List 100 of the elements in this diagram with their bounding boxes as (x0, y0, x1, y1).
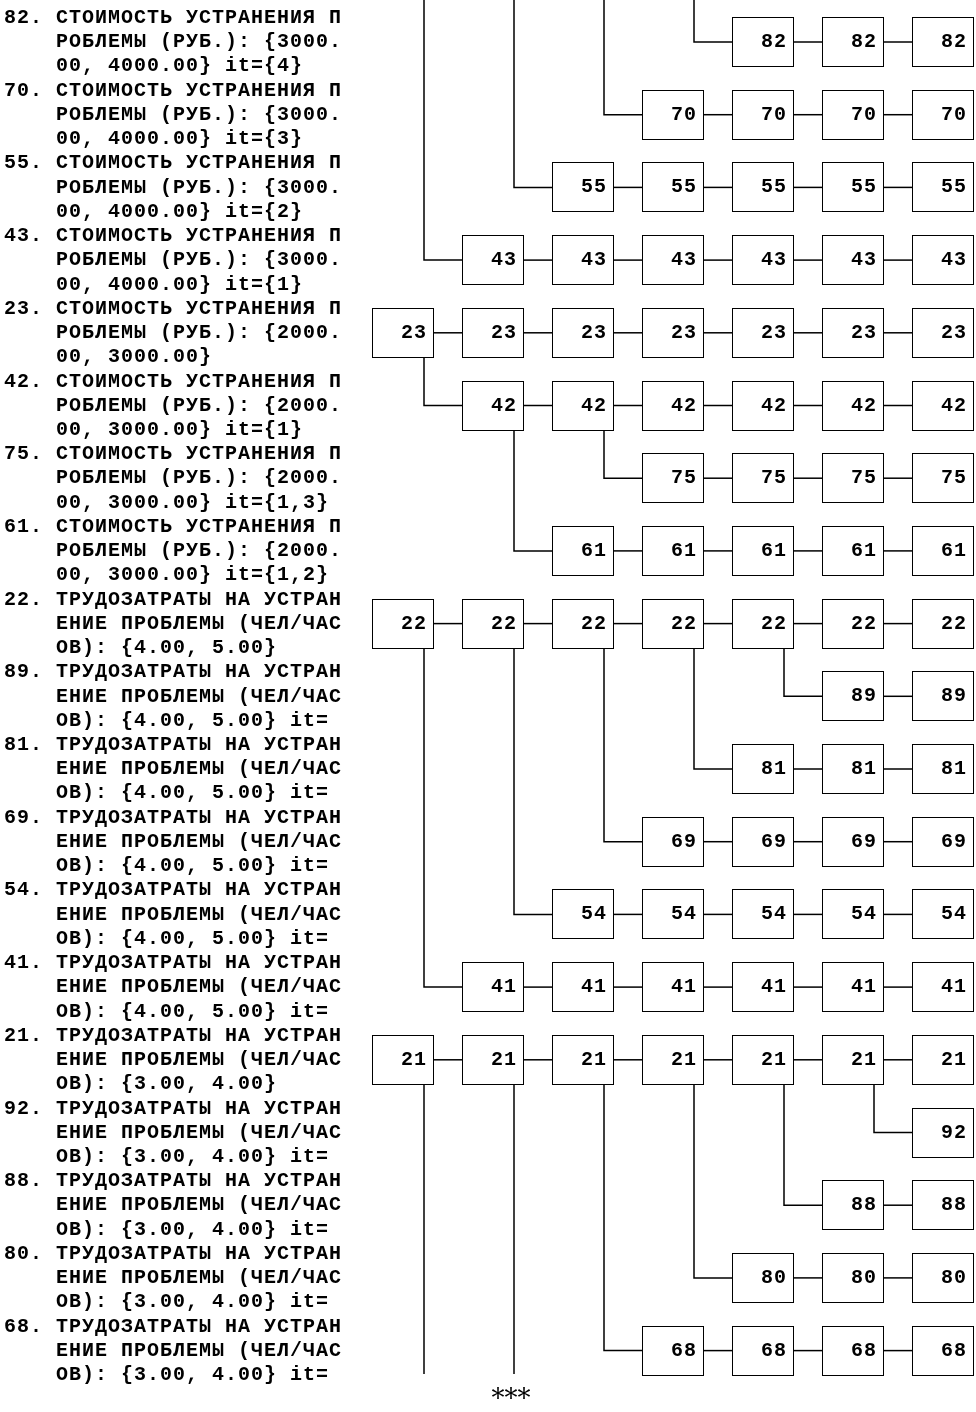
connector-line (603, 0, 643, 116)
connector-line (793, 404, 823, 407)
number-box (912, 1107, 974, 1158)
number-box (732, 1034, 794, 1085)
connector-line (783, 647, 823, 698)
number-box (732, 598, 794, 649)
number-text: 42 (941, 392, 967, 419)
connector-line (703, 840, 733, 843)
number-text: 43 (581, 247, 607, 274)
connector-line (793, 1277, 823, 1279)
number-text: 69 (671, 828, 697, 855)
connector-line (793, 986, 823, 988)
connector-line (513, 647, 553, 916)
number-text: 55 (671, 174, 697, 201)
number-text: 68 (761, 1337, 787, 1364)
number-text: 21 (491, 1046, 517, 1073)
number-text: 88 (851, 1192, 877, 1219)
number-text: 23 (401, 319, 427, 346)
number-box (642, 598, 704, 649)
connector-line (883, 332, 913, 334)
connector-line (793, 550, 823, 552)
connector-line (513, 1084, 515, 1375)
number-text: 81 (941, 756, 967, 782)
number-box (642, 816, 704, 867)
number-box (822, 962, 884, 1013)
connector-line (883, 695, 913, 698)
number-box (822, 307, 884, 358)
number-text: 68 (671, 1337, 697, 1364)
entry-text: 70. СТОИМОСТЬ УСТРАНЕНИЯ П РОБЛЕМЫ (РУБ.): {3000. 00, 4000.00} it={3} (4, 78, 344, 152)
number-text: 21 (851, 1046, 877, 1073)
number-box (642, 307, 704, 358)
number-box (912, 453, 974, 504)
connector-line (433, 332, 463, 334)
connector-line (613, 622, 643, 625)
connector-line (693, 647, 733, 770)
entry-text: 42. СТОИМОСТЬ УСТРАНЕНИЯ П РОБЛЕМЫ (РУБ.): {2000. 00, 3000.00} it={1} (4, 369, 344, 443)
connector-line (613, 1059, 643, 1061)
number-text: 68 (941, 1337, 967, 1364)
number-box (642, 380, 704, 431)
number-text: 41 (671, 974, 697, 1001)
number-text: 89 (941, 683, 967, 710)
entry-text: 81. ТРУДОЗАТРАТЫ НА УСТРАН ЕНИЕ ПРОБЛЕМЫ (ЧЕЛ/ЧАС ОВ): {4.00, 5.00} it= (4, 733, 344, 806)
number-box (462, 962, 524, 1013)
connector-line (883, 1059, 913, 1061)
number-text: 89 (851, 683, 877, 710)
number-text: 22 (581, 610, 607, 637)
connector-line (883, 113, 913, 116)
number-text: 41 (581, 974, 607, 1001)
entry-text: 54. ТРУДОЗАТРАТЫ НА УСТРАН ЕНИЕ ПРОБЛЕМЫ (ЧЕЛ/ЧАС ОВ): {4.00, 5.00} it= (4, 878, 344, 951)
number-box (462, 380, 524, 431)
connector-line (783, 1084, 823, 1206)
number-text: 80 (941, 1264, 967, 1291)
connector-line (613, 259, 643, 261)
number-box (912, 307, 974, 358)
number-box (552, 235, 614, 286)
number-text: 42 (761, 392, 787, 419)
connector-line (703, 113, 733, 116)
entry-text: 68. ТРУДОЗАТРАТЫ НА УСТРАН ЕНИЕ ПРОБЛЕМЫ (ЧЕЛ/ЧАС ОВ): {3.00, 4.00} it= (4, 1314, 344, 1388)
connector-line (793, 840, 823, 843)
number-text: 55 (581, 174, 607, 201)
number-box (732, 962, 794, 1013)
number-box (642, 962, 704, 1013)
number-box (912, 1325, 974, 1376)
connector-line (603, 647, 643, 843)
number-text: 55 (941, 174, 967, 201)
number-box (912, 744, 974, 794)
number-text: 22 (401, 610, 427, 637)
number-box (552, 598, 614, 649)
connector-line (883, 913, 913, 916)
number-text: 41 (761, 974, 787, 1001)
asterisks-text: *** (490, 1386, 532, 1410)
connector-line (703, 477, 733, 479)
number-text: 22 (761, 610, 787, 637)
number-text: 92 (941, 1119, 967, 1146)
number-text: 70 (761, 101, 787, 128)
number-text: 75 (671, 465, 697, 492)
number-box (912, 1252, 974, 1303)
number-text: 43 (491, 247, 517, 274)
number-box (732, 889, 794, 940)
connector-line (693, 0, 733, 43)
number-box (732, 89, 794, 140)
number-text: 43 (761, 247, 787, 274)
entry-text: 43. СТОИМОСТЬ УСТРАНЕНИЯ П РОБЛЕМЫ (РУБ.): {3000. 00, 4000.00} it={1} (4, 224, 344, 297)
number-text: 21 (941, 1046, 967, 1073)
entry-text: 61. СТОИМОСТЬ УСТРАНЕНИЯ П РОБЛЕМЫ (РУБ.): {2000. 00, 3000.00} it={1,2} (4, 514, 344, 588)
connector-line (793, 913, 823, 916)
number-box (732, 525, 794, 576)
connector-line (883, 840, 913, 843)
connector-line (423, 357, 463, 407)
connector-line (603, 1084, 643, 1352)
number-text: 41 (851, 974, 877, 1001)
number-box (912, 525, 974, 576)
entry-text: 22. ТРУДОЗАТРАТЫ НА УСТРАН ЕНИЕ ПРОБЛЕМЫ (ЧЕЛ/ЧАС ОВ): {4.00, 5.00} (4, 587, 344, 661)
number-text: 21 (671, 1046, 697, 1073)
connector-line (883, 186, 913, 189)
connector-line (873, 1084, 913, 1134)
number-text: 22 (941, 610, 967, 637)
number-text: 54 (581, 901, 607, 928)
connector-line (883, 404, 913, 407)
connector-line (793, 1059, 823, 1061)
